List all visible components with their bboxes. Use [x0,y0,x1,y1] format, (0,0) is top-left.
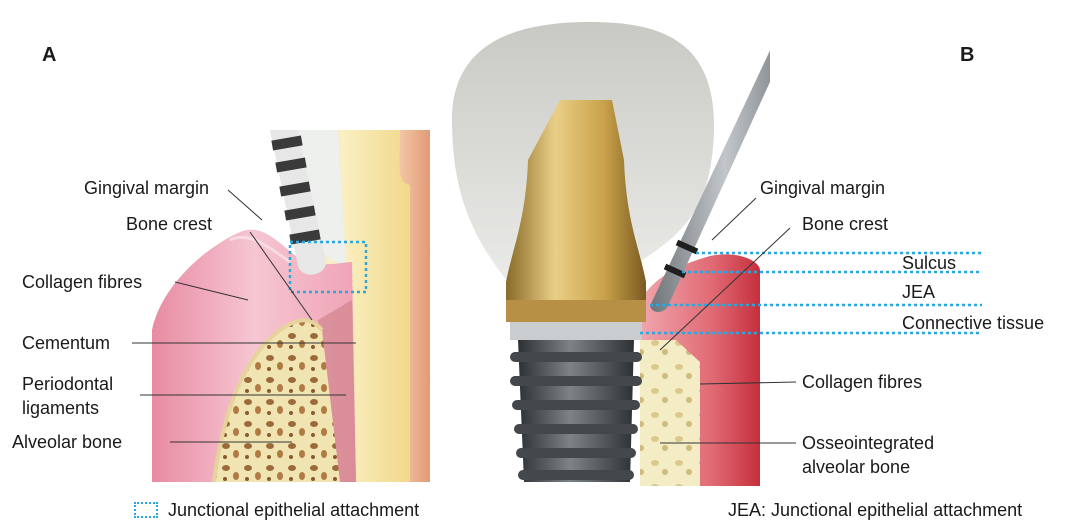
label-b-jea: JEA [902,282,935,302]
label-b-connective-tissue: Connective tissue [902,313,1044,333]
legend-left-text: Junctional epithelial attachment [168,500,419,520]
label-b-sulcus: Sulcus [902,253,956,273]
label-b-osseo-line2: alveolar bone [802,457,910,477]
panel-label-b: B [960,44,974,67]
panel-label-a: A [42,44,56,67]
panel-b-illustration [452,12,800,486]
label-b-collagen-fibres: Collagen fibres [802,372,922,392]
label-a-periodontal-line1: Periodontal [22,374,113,394]
label-a-bone-crest: Bone crest [126,214,212,234]
label-b-osseo-line1: Osseointegrated [802,433,934,453]
label-a-alveolar-bone: Alveolar bone [12,432,122,452]
label-b-gingival-margin: Gingival margin [760,178,885,198]
label-a-periodontal-line2: ligaments [22,398,99,418]
label-b-bone-crest: Bone crest [802,214,888,234]
label-a-collagen-fibres: Collagen fibres [22,272,142,292]
legend-dotted-box-icon [134,502,158,518]
label-a-cementum: Cementum [22,333,110,353]
legend-right-text: JEA: Junctional epithelial attachment [728,500,1022,520]
label-a-gingival-margin: Gingival margin [84,178,209,198]
